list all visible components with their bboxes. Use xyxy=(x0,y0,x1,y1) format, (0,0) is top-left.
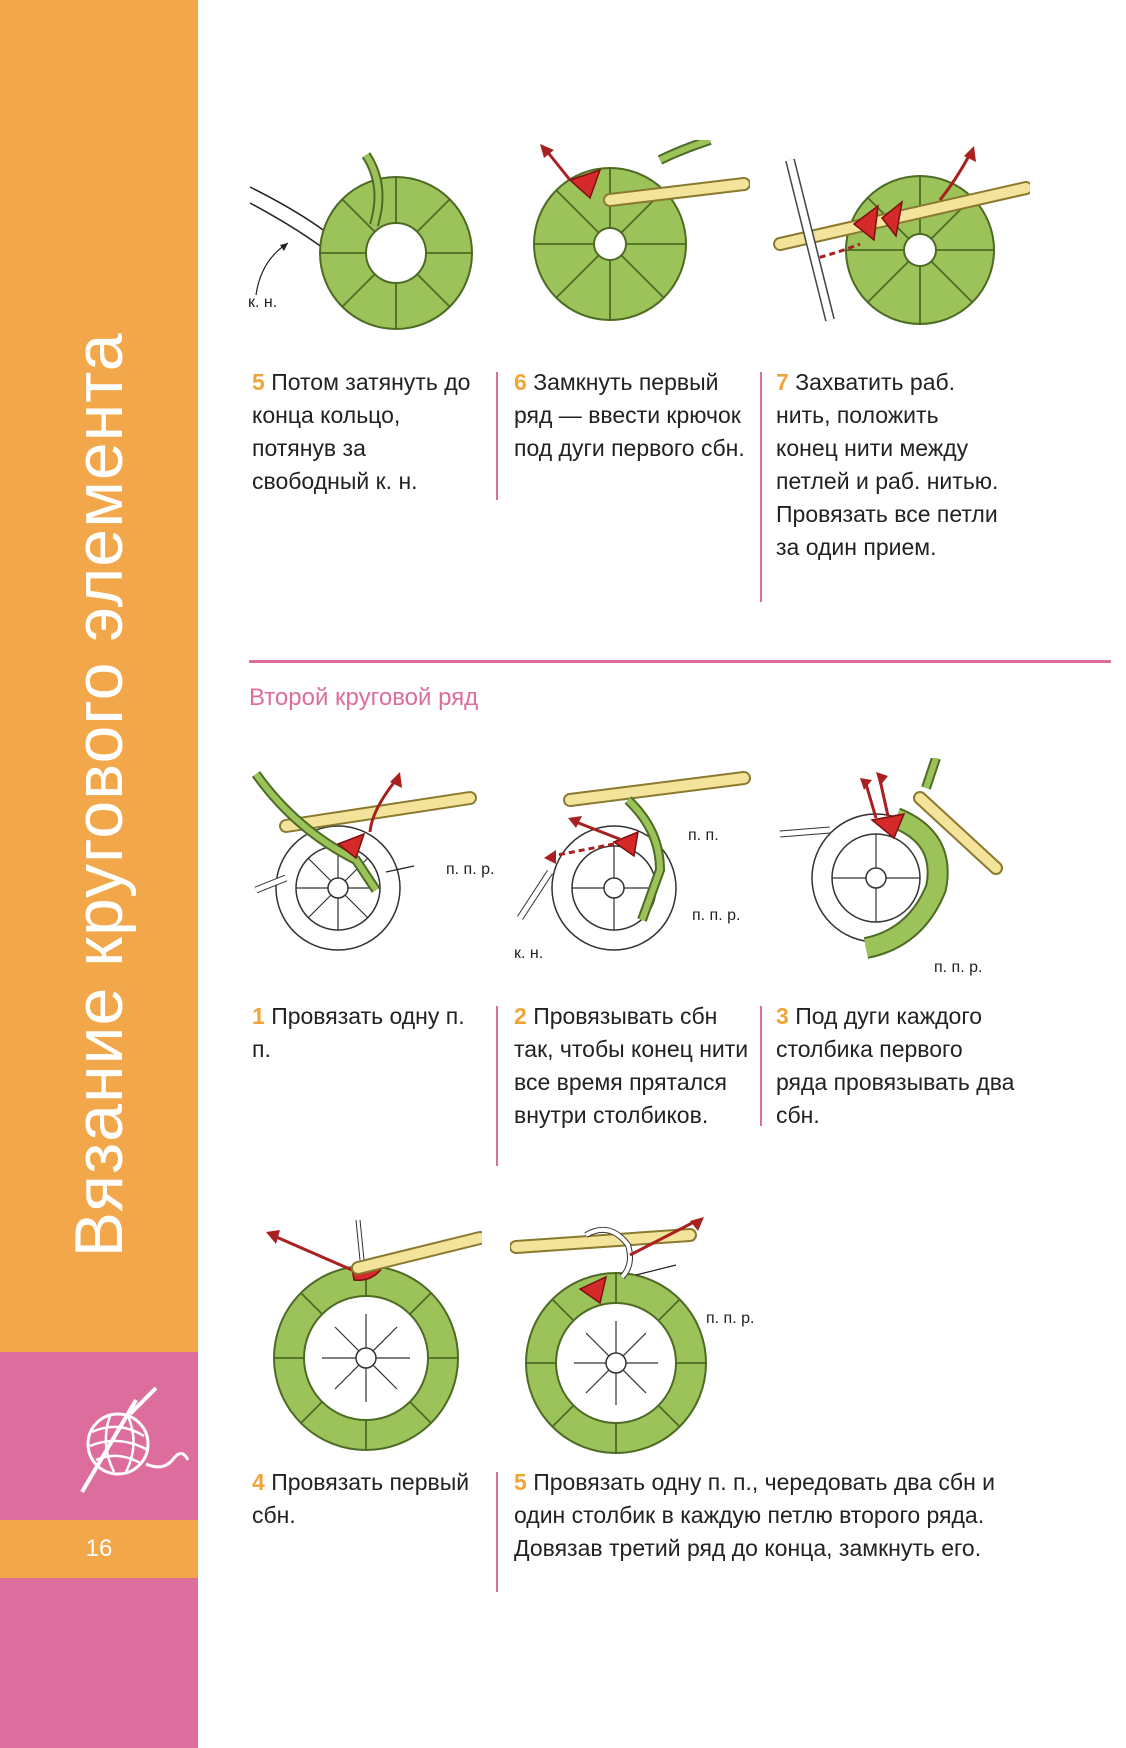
label-ppr-3: п. п. р. xyxy=(934,959,982,976)
sidebar-orange-panel xyxy=(0,0,198,1352)
caption-second-3: 3 Под дуги каждого столбика первого ряда… xyxy=(776,1003,1015,1128)
caption-top-6: 6 Замкнуть первый ряд — ввести крючок по… xyxy=(514,369,745,461)
divider-third-1 xyxy=(496,1472,498,1592)
figure-step7-top xyxy=(773,146,1030,325)
figure-step3-second: п. п. р. xyxy=(779,758,1003,976)
page-title: Вязание кругового элемента xyxy=(61,332,137,1258)
label-pp-2: п. п. xyxy=(688,827,719,844)
yarn-ball-icon xyxy=(80,1386,190,1494)
divider-second-2 xyxy=(760,1006,762,1126)
caption-second-2: 2 Провязывать сбн так, чтобы конец нити … xyxy=(514,1003,749,1128)
label-ppr-5: п. п. р. xyxy=(706,1310,754,1327)
caption-top-7: 7 Захватить раб. нить, положить конец ни… xyxy=(776,369,999,560)
figure-step5-top: к. н. xyxy=(248,152,473,330)
figure-step5-second: п. п. р. xyxy=(510,1217,754,1454)
caption-second-5: 5 Провязать одну п. п., чередовать два с… xyxy=(514,1469,996,1561)
caption-top-5: 5 Потом затянуть до конца кольцо, потяну… xyxy=(252,369,471,494)
figure-step4-second xyxy=(266,1220,482,1451)
caption-second-4: 4 Провязать первый сбн. xyxy=(252,1469,470,1528)
section-title: Второй круговой ряд xyxy=(249,684,479,711)
divider-second-1 xyxy=(496,1006,498,1166)
divider-top-2 xyxy=(760,372,762,602)
label-kn-2: к. н. xyxy=(514,945,543,962)
label-kn: к. н. xyxy=(248,294,277,311)
page-number: 16 xyxy=(0,1520,198,1578)
label-ppr-2: п. п. р. xyxy=(692,907,740,924)
figure-step1-second: п. п. р. xyxy=(251,771,494,951)
caption-second-1: 1 Провязать одну п. п. xyxy=(252,1003,465,1062)
section-divider xyxy=(249,660,1111,663)
figure-step2-second: п. п. п. п. р. к. н. xyxy=(514,771,751,962)
divider-top-1 xyxy=(496,372,498,500)
label-ppr-1: п. п. р. xyxy=(446,861,494,878)
figure-step6-top xyxy=(533,140,750,321)
